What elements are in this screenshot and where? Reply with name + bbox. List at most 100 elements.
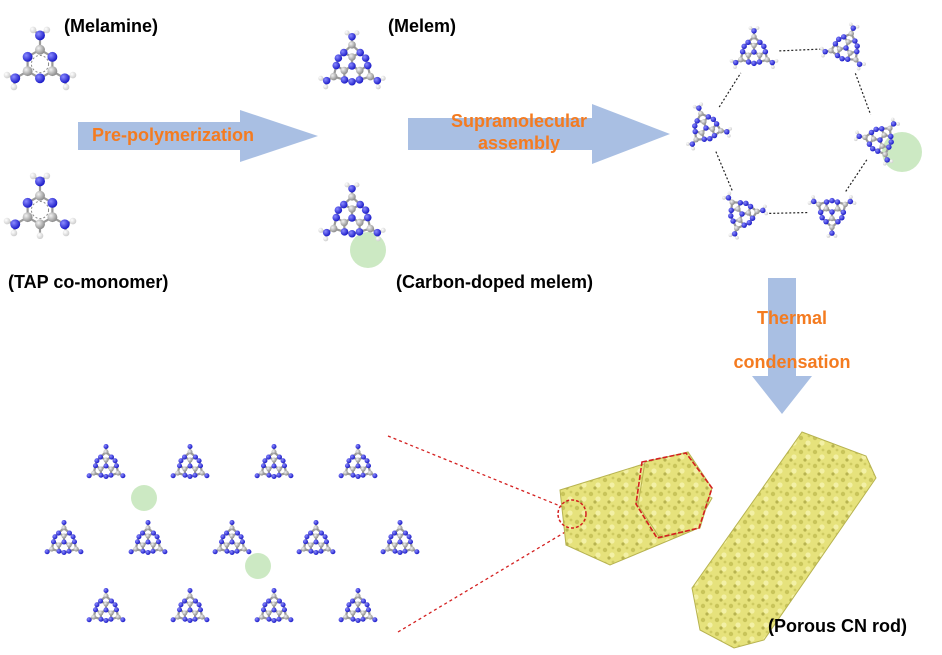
nitrogen-atom [204, 617, 210, 623]
nitrogen-atom [745, 39, 751, 46]
nitrogen-atom [61, 539, 67, 545]
carbon-atom [735, 206, 741, 212]
hydrogen-atom [62, 229, 70, 237]
nitrogen-atom [386, 539, 393, 545]
nitrogen-atom [97, 454, 104, 460]
nitrogen-atom [234, 548, 240, 554]
nitrogen-atom [35, 73, 45, 84]
carbon-atom [348, 205, 356, 213]
nitrogen-atom [322, 228, 331, 237]
supramolecular-line2: assembly [477, 133, 561, 153]
nitrogen-atom [884, 157, 890, 163]
carbon-atom [22, 66, 33, 77]
nitrogen-atom [103, 473, 109, 480]
hydrogen-atom [691, 146, 696, 151]
nitrogen-atom [56, 548, 62, 554]
nitrogen-atom [134, 539, 141, 545]
nitrogen-atom [136, 534, 142, 540]
carbon-atom [145, 533, 151, 539]
nitrogen-atom [890, 121, 897, 127]
nitrogen-atom [373, 76, 382, 85]
nitrogen-atom [323, 539, 330, 545]
nitrogen-atom [113, 463, 120, 469]
nitrogen-atom [313, 539, 319, 545]
nitrogen-atom [288, 473, 294, 479]
tap-molecule [3, 172, 77, 240]
carbon-atom [47, 212, 58, 223]
carbon-atom [887, 125, 893, 132]
carbon-atom [698, 110, 704, 117]
hydrogen-atom [728, 233, 733, 238]
carbon-atom [308, 542, 314, 548]
nitrogen-atom [94, 602, 100, 608]
carbon-atom [367, 614, 373, 620]
thermal-condensation-label: Thermal condensation [712, 296, 872, 384]
carbon-atom [98, 610, 104, 616]
nitrogen-atom [743, 200, 749, 207]
carbon-atom [340, 218, 348, 227]
nitrogen-atom [318, 530, 325, 536]
nitrogen-atom [192, 472, 198, 478]
nitrogen-atom [361, 206, 370, 214]
carbon-atom [823, 206, 830, 212]
nitrogen-atom [728, 207, 734, 214]
nitrogen-atom [372, 473, 378, 479]
hydrogen-atom [323, 236, 329, 242]
nitrogen-atom [364, 458, 370, 464]
pore-circle [557, 499, 587, 529]
hydrogen-atom [889, 159, 894, 164]
nitrogen-atom [829, 197, 835, 204]
nitrogen-atom [854, 43, 860, 49]
carbon-atom [47, 66, 58, 77]
nitrogen-atom [155, 539, 162, 545]
carbon-atom [693, 136, 699, 143]
nitrogen-atom [271, 443, 277, 450]
nitrogen-atom [877, 137, 883, 143]
carbon-atom [751, 33, 757, 40]
carbon-atom [271, 601, 277, 607]
nitrogen-atom [888, 139, 894, 145]
carbon-atom [276, 466, 282, 472]
carbon-atom [199, 614, 205, 620]
nitrogen-atom [349, 598, 356, 604]
nitrogen-atom [150, 530, 157, 536]
carbon-atom [35, 219, 45, 230]
nitrogen-atom [108, 454, 115, 460]
hydrogen-atom [344, 182, 350, 188]
hydrogen-atom [3, 217, 11, 225]
carbon-atom [157, 546, 163, 552]
carbon-atom [829, 215, 835, 222]
arrow-supramolecular-assembly [408, 104, 670, 164]
carbon-atom [318, 542, 324, 548]
nitrogen-atom [835, 218, 841, 225]
carbon-atom [340, 66, 348, 75]
aromatic-ring [30, 54, 50, 74]
nitrogen-atom [145, 519, 151, 526]
nitrogen-atom [313, 549, 319, 556]
carbon-atom [737, 217, 743, 223]
carbon-atom [745, 210, 752, 216]
carbon-atom [853, 56, 859, 63]
carbon-atom [355, 449, 361, 455]
nitrogen-atom [182, 472, 188, 478]
nitrogen-atom [372, 617, 378, 623]
carbon-atom [266, 466, 272, 472]
carbon-atom [266, 610, 272, 616]
nitrogen-atom [711, 132, 718, 139]
carbon-atom [350, 610, 356, 616]
hydrogen-atom [826, 234, 831, 238]
nitrogen-atom [406, 534, 412, 540]
hydrogen-atom [755, 26, 760, 30]
carbon-atom [259, 614, 265, 620]
nitrogen-atom [705, 114, 712, 120]
carbon-atom [751, 42, 757, 49]
carbon-atom [325, 546, 331, 552]
nitrogen-atom [128, 549, 134, 555]
hydrogen-atom [375, 236, 381, 242]
carbon-atom [409, 546, 415, 552]
nitrogen-atom [178, 458, 184, 464]
nitrogen-atom [10, 73, 21, 84]
nitrogen-atom [725, 195, 732, 201]
hydrogen-atom [852, 201, 857, 205]
arrow-thermal-condensation [752, 278, 812, 414]
